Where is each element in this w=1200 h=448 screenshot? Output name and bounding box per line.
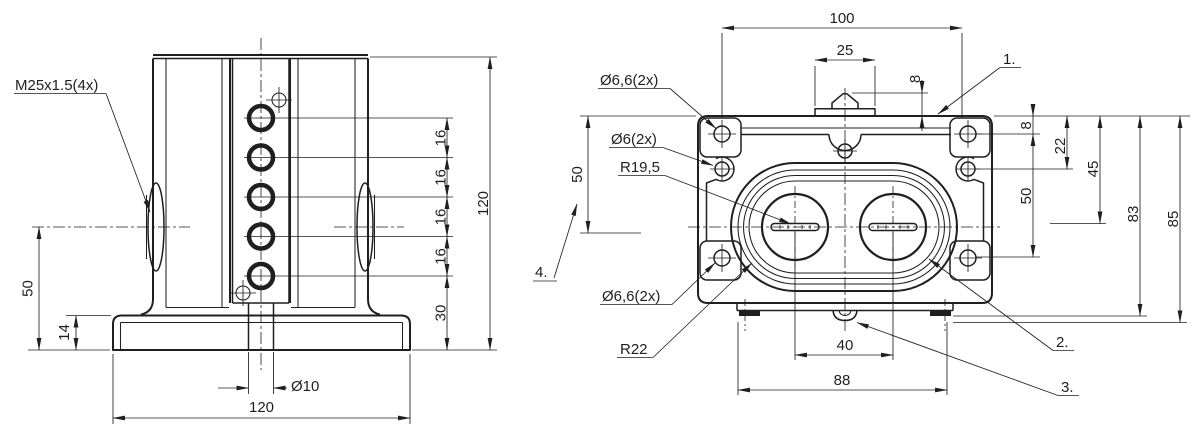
- callout-2: 2.: [1056, 334, 1069, 351]
- corner-pad-bottom-right: [949, 240, 991, 281]
- dim-bracket-25: 25: [837, 42, 854, 59]
- dim-flange-14: 14: [56, 324, 73, 341]
- dim-side-50: 50: [569, 166, 586, 183]
- dim-feet-83: 83: [1125, 206, 1142, 223]
- dim-base-30: 30: [432, 305, 449, 322]
- thread-label: M25x1.5(4x): [15, 77, 98, 94]
- dim-height-120: 120: [475, 191, 492, 216]
- callout-4: 4.: [535, 264, 548, 281]
- label-corner-holes-top: Ø6,6(2x): [600, 72, 658, 89]
- dim-pitch-4: 16: [432, 248, 449, 265]
- dim-center-45: 45: [1085, 161, 1102, 178]
- front-view-centerlines: [32, 38, 404, 370]
- front-view: 16 16 16 16 30 120 50 14 Ø10 120: [14, 38, 497, 424]
- dim-feet-span-88: 88: [834, 372, 851, 389]
- front-view-dimensions: 16 16 16 16 30 120 50 14 Ø10 120: [14, 56, 497, 424]
- dim-pitch-2: 16: [432, 169, 449, 186]
- mid-holes: [705, 156, 985, 241]
- dim-ports-40: 40: [837, 337, 854, 354]
- top-view-dimensions: 100 25 8 8 50 22 45: [569, 10, 1190, 395]
- dim-mid-22: 22: [1052, 138, 1069, 155]
- dim-holes-y-50: 50: [1018, 188, 1035, 205]
- top-view-labels: Ø6,6(2x) Ø6(2x) R19,5 Ø6,6(2x) R22 1.: [533, 51, 1079, 396]
- dim-bracket-h-8: 8: [907, 75, 924, 83]
- marker-hole-bottom: [230, 280, 256, 306]
- dim-holes-x-100: 100: [829, 10, 854, 27]
- front-view-linework: [112, 54, 411, 351]
- label-port-radius: R19,5: [620, 159, 660, 176]
- dim-overall-85: 85: [1165, 211, 1182, 228]
- dim-pitch-3: 16: [432, 209, 449, 226]
- dim-pitch-1: 16: [432, 130, 449, 147]
- callout-1: 1.: [1003, 51, 1016, 68]
- top-view-centerlines: [688, 88, 1002, 334]
- dim-width-120: 120: [249, 399, 274, 416]
- label-mid-holes: Ø6(2x): [611, 131, 657, 148]
- callout-3: 3.: [1061, 379, 1074, 396]
- label-boss-radius: R22: [620, 341, 648, 358]
- dim-edge-8: 8: [1018, 121, 1035, 129]
- marker-hole-top: [266, 87, 292, 113]
- top-view: 100 25 8 8 50 22 45: [533, 10, 1190, 396]
- dim-side-50: 50: [19, 280, 36, 297]
- dim-hole-dia10: Ø10: [291, 378, 319, 395]
- label-corner-holes-bottom: Ø6,6(2x): [602, 288, 660, 305]
